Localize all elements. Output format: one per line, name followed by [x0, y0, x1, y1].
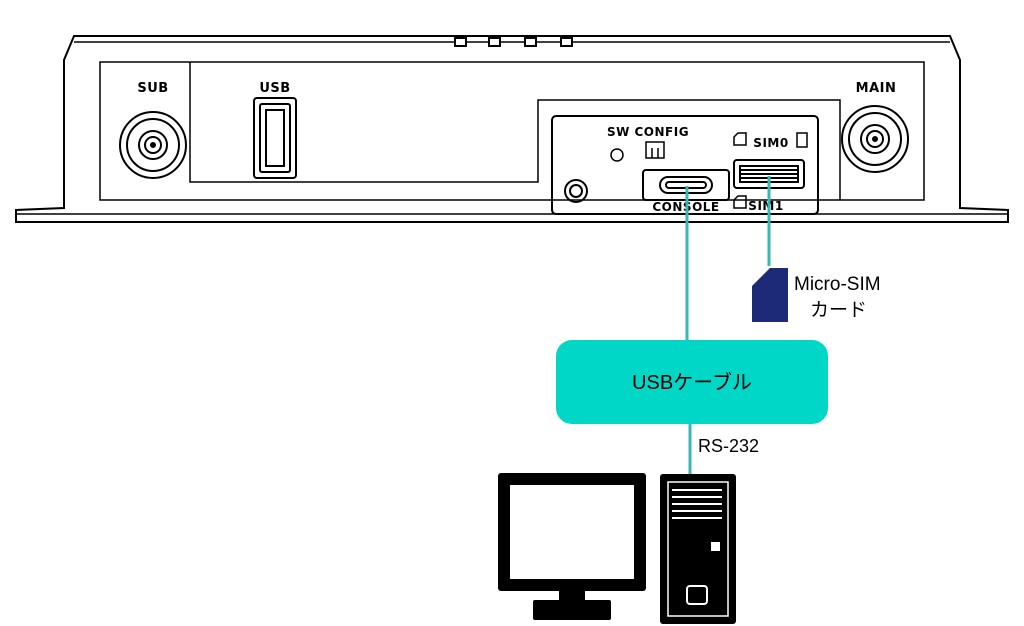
sim0-label: SIM0 — [753, 136, 788, 150]
sub-port-label: SUB — [137, 81, 168, 96]
sim-card-label-line1: Micro-SIM — [794, 274, 881, 295]
usb-port-label: USB — [259, 81, 290, 96]
sim0-indicator-icon — [796, 132, 808, 148]
sub-antenna-connector-icon — [119, 111, 187, 179]
sw-config-label: SW CONFIG — [607, 125, 689, 139]
usb-cable-label: USBケーブル — [632, 370, 752, 394]
sim1-icon — [733, 195, 747, 209]
dip-switch-icon — [645, 141, 665, 159]
micro-sim-card-icon — [752, 268, 788, 322]
device-front-panel — [15, 35, 1009, 223]
usb-port-icon — [253, 97, 297, 179]
sim0-icon — [733, 132, 747, 146]
reset-button-icon — [564, 179, 588, 203]
sim-card-label-line2: カード — [810, 300, 867, 321]
pc-tower-icon — [660, 474, 736, 624]
usb-cable-box — [556, 340, 828, 424]
monitor-icon — [498, 473, 646, 620]
led-indicator-icon — [610, 148, 624, 162]
sim1-label: SIM1 — [748, 199, 783, 213]
status-leds — [454, 37, 573, 47]
main-port-label: MAIN — [856, 81, 897, 96]
rs232-label: RS-232 — [698, 436, 759, 456]
main-antenna-connector-icon — [841, 105, 909, 173]
config-panel — [551, 115, 819, 215]
